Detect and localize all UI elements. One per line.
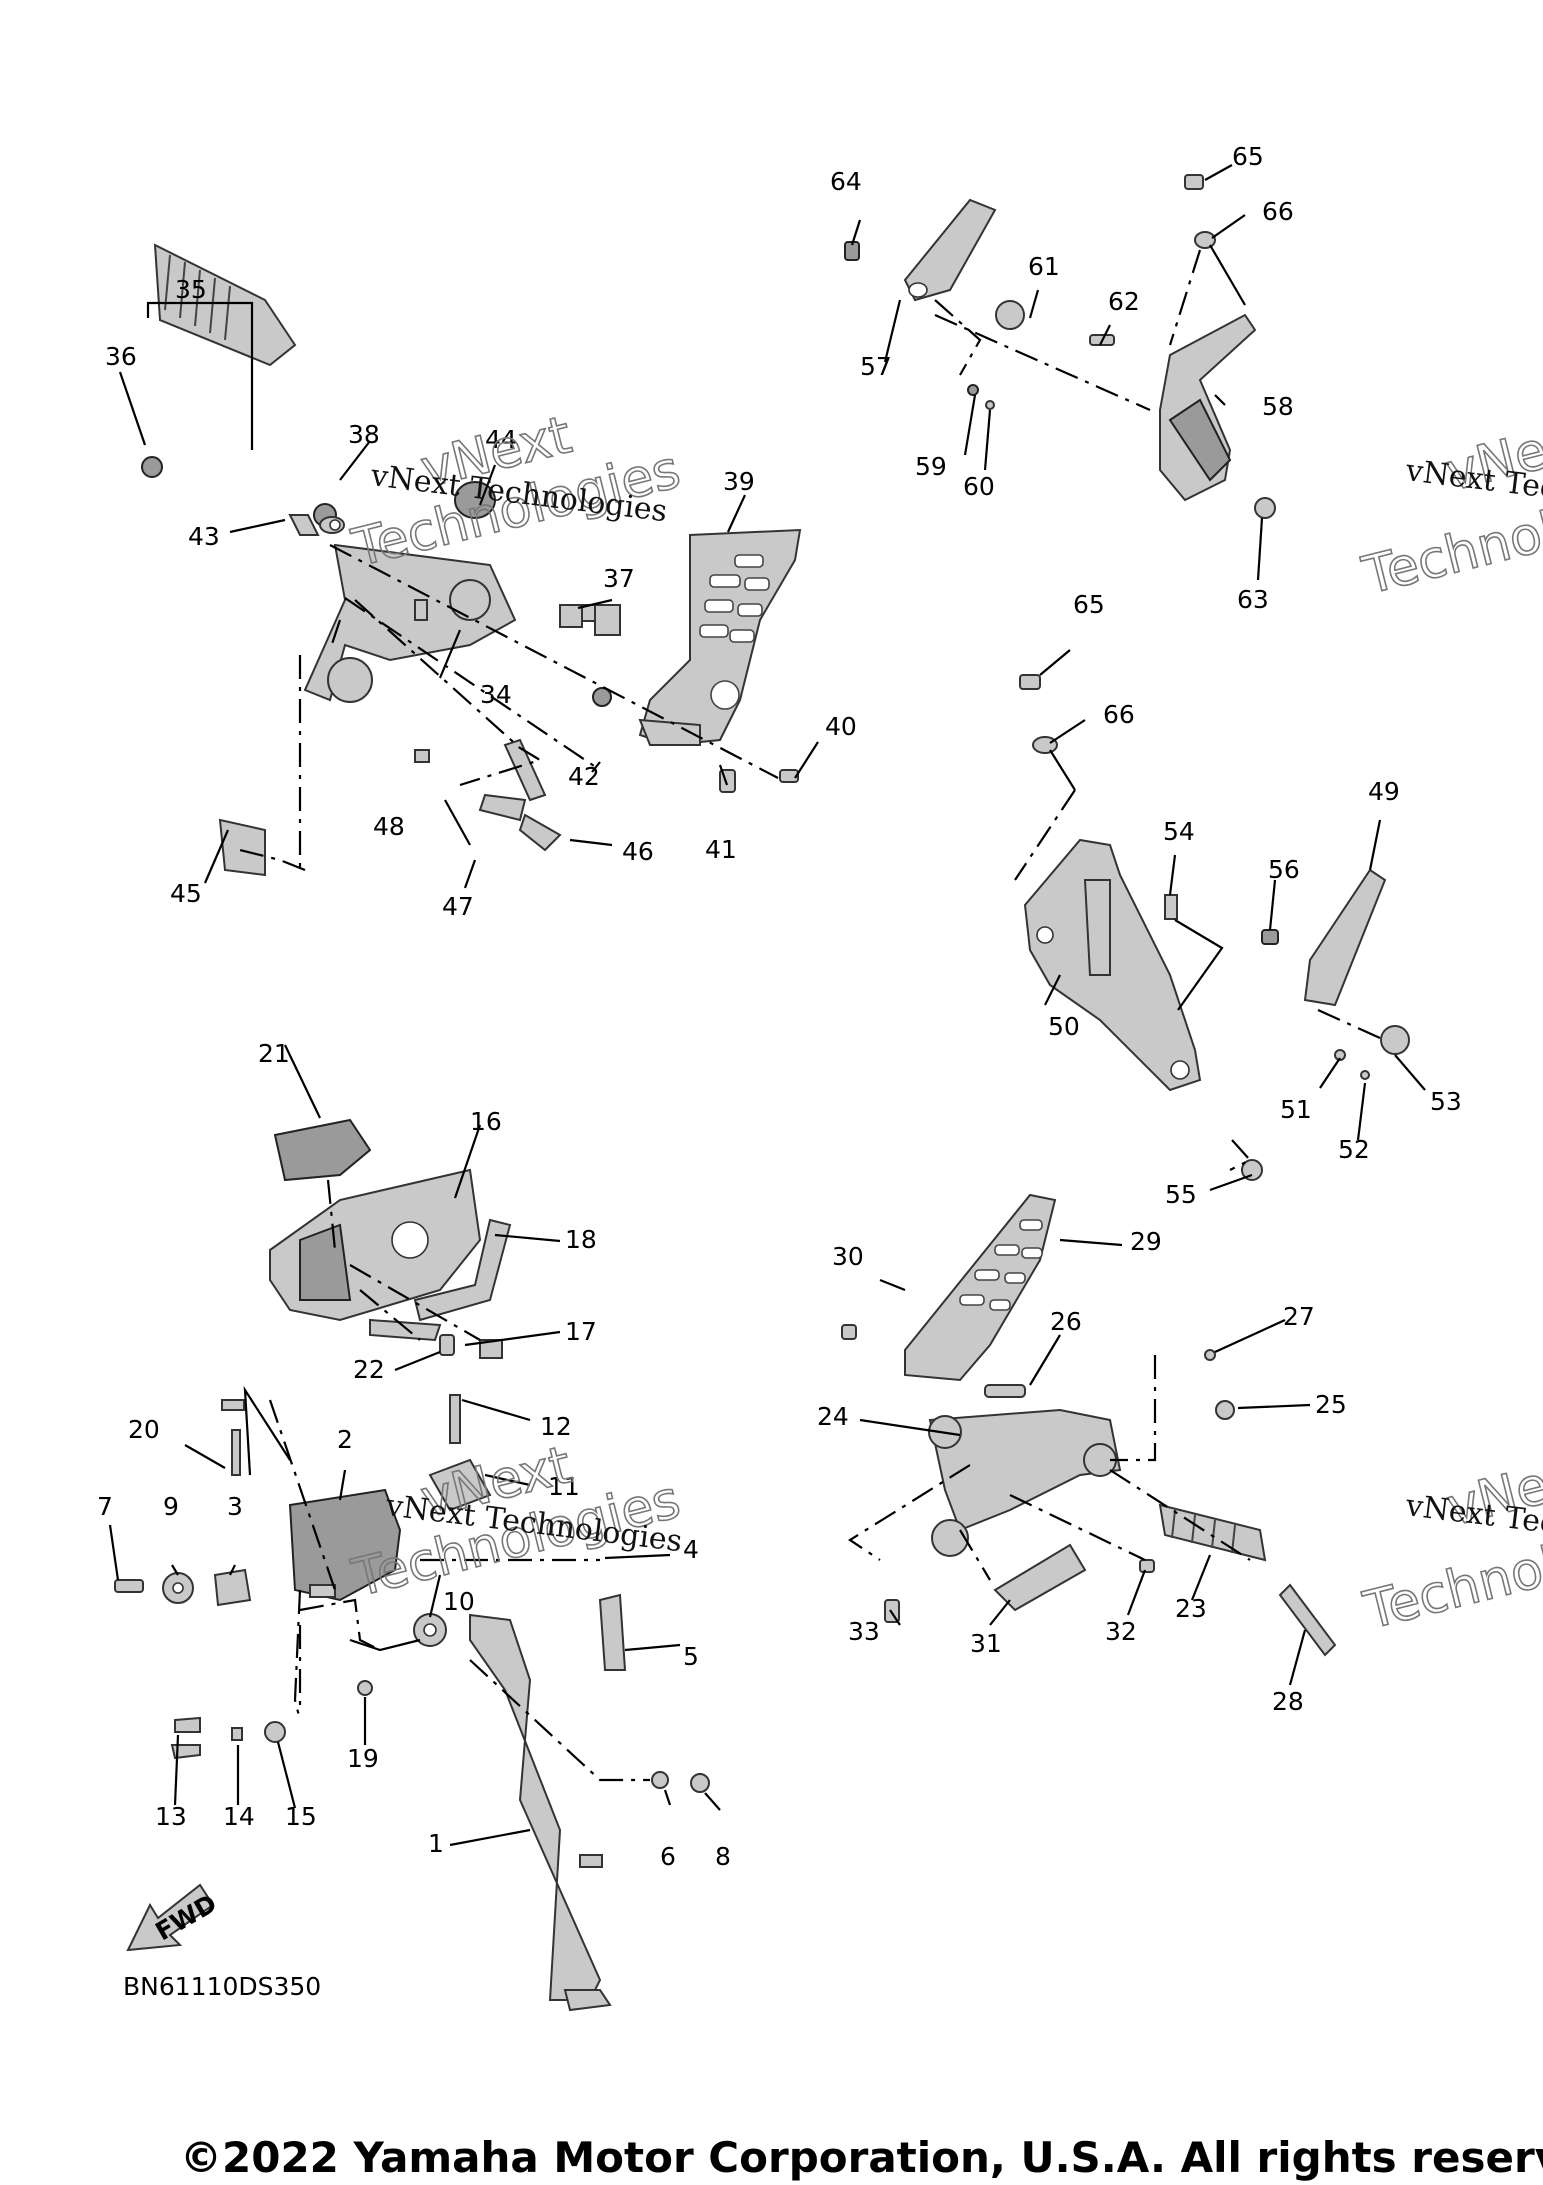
callout-8: 8 [715,1842,731,1871]
callout-26: 26 [1050,1307,1082,1336]
passenger-footrest-upper [844,174,1276,519]
callout-48: 48 [373,812,405,841]
callout-58: 58 [1262,392,1294,421]
callout-42: 42 [568,762,600,791]
callout-14: 14 [223,1802,255,1831]
callout-18: 18 [565,1225,597,1254]
callout-6: 6 [660,1842,676,1871]
callout-52: 52 [1338,1135,1370,1164]
part-illustrations [114,174,1410,2012]
callout-65-lower: 65 [1073,590,1105,619]
callout-24: 24 [817,1402,849,1431]
callout-31: 31 [970,1629,1002,1658]
callout-16: 16 [470,1107,502,1136]
fwd-arrow-icon [126,1883,215,1952]
cover-and-side-stand [114,1118,710,2012]
callout-39: 39 [723,467,755,496]
callout-1: 1 [428,1829,444,1858]
callout-labels: 1 2 3 4 5 6 7 8 9 10 11 12 13 14 15 16 1… [97,142,1462,1871]
callout-63: 63 [1237,585,1269,614]
callout-7: 7 [97,1492,113,1521]
callout-65: 65 [1232,142,1264,171]
callout-13: 13 [155,1802,187,1831]
callout-11: 11 [548,1472,580,1501]
callout-51: 51 [1280,1095,1312,1124]
callout-27: 27 [1283,1302,1315,1331]
callout-21: 21 [258,1039,290,1068]
callout-23: 23 [1175,1594,1207,1623]
callout-41: 41 [705,835,737,864]
callout-34: 34 [480,680,512,709]
callout-29: 29 [1130,1227,1162,1256]
callout-15: 15 [285,1802,317,1831]
callout-55: 55 [1165,1180,1197,1209]
callout-66: 66 [1262,197,1294,226]
callout-50: 50 [1048,1012,1080,1041]
callout-10: 10 [443,1587,475,1616]
callout-47: 47 [442,892,474,921]
callout-57: 57 [860,352,892,381]
callout-2: 2 [337,1425,353,1454]
callout-40: 40 [825,712,857,741]
callout-59: 59 [915,452,947,481]
callout-53: 53 [1430,1087,1462,1116]
rider-footrest-right [841,1193,1337,1657]
callout-43: 43 [188,522,220,551]
passenger-footrest-lower [1019,674,1410,1181]
callout-49: 49 [1368,777,1400,806]
callout-4: 4 [683,1535,699,1564]
callout-30: 30 [832,1242,864,1271]
callout-5: 5 [683,1642,699,1671]
callout-38: 38 [348,420,380,449]
callout-44: 44 [485,425,517,454]
callout-32: 32 [1105,1617,1137,1646]
callout-60: 60 [963,472,995,501]
callout-35: 35 [175,275,207,304]
callout-64: 64 [830,167,862,196]
callout-25: 25 [1315,1390,1347,1419]
callout-3: 3 [227,1492,243,1521]
callout-36: 36 [105,342,137,371]
callout-66-lower: 66 [1103,700,1135,729]
callout-28: 28 [1272,1687,1304,1716]
leader-lines [108,164,1426,1847]
callout-19: 19 [347,1744,379,1773]
callout-61: 61 [1028,252,1060,281]
callout-17: 17 [565,1317,597,1346]
callout-33: 33 [848,1617,880,1646]
callout-45: 45 [170,879,202,908]
callout-12: 12 [540,1412,572,1441]
callout-56: 56 [1268,855,1300,884]
callout-46: 46 [622,837,654,866]
callout-54: 54 [1163,817,1195,846]
rider-footrest-left [141,243,802,877]
copyright-notice: ©2022 Yamaha Motor Corporation, U.S.A. A… [180,2133,1543,2182]
callout-37: 37 [603,564,635,593]
diagram-code: BN61110DS350 [123,1972,321,2001]
callout-9: 9 [163,1492,179,1521]
callout-62: 62 [1108,287,1140,316]
callout-22: 22 [353,1355,385,1384]
callout-20: 20 [128,1415,160,1444]
